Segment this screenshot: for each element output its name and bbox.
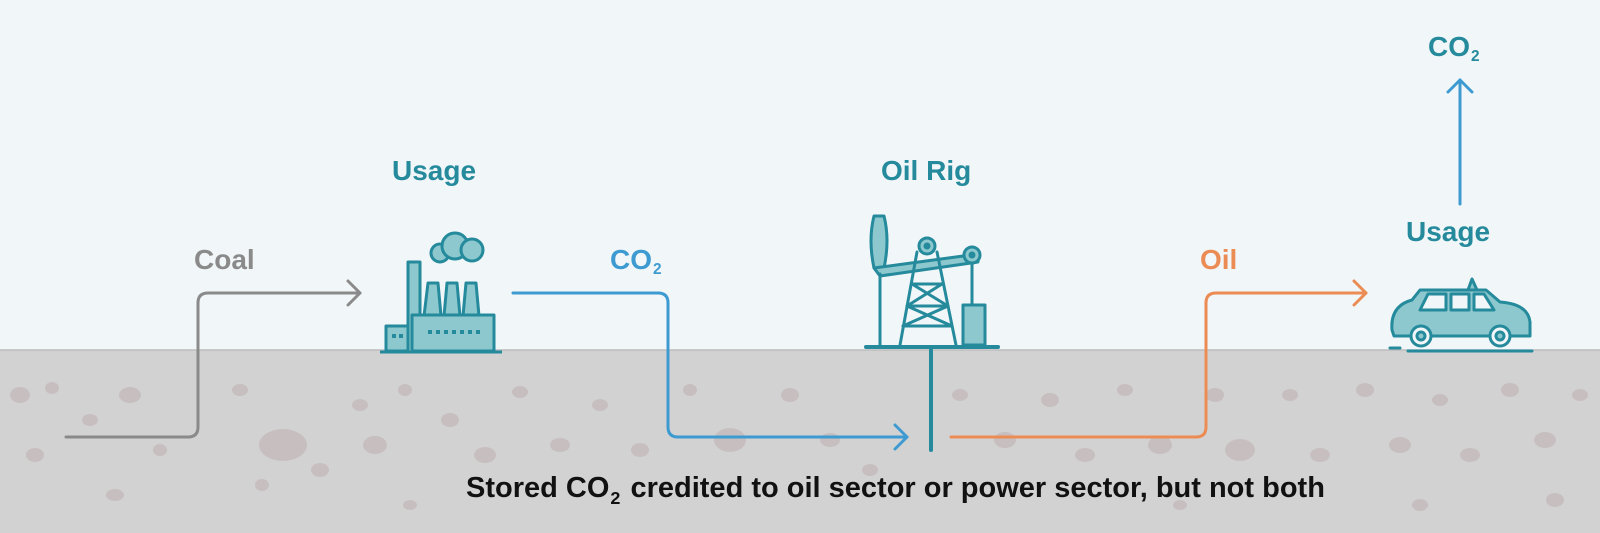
usage-car-label: Usage xyxy=(1406,216,1491,247)
oil-pumpjack-icon xyxy=(864,214,1000,452)
usage-factory-label: Usage xyxy=(392,155,477,186)
coal-arrow xyxy=(64,279,362,439)
oil-label: Oil xyxy=(1200,244,1238,275)
co2-emission-label-main: CO xyxy=(1428,31,1470,62)
co2-pipe-label-main: CO xyxy=(610,244,652,275)
co2-injection-arrow xyxy=(511,291,909,451)
car-icon xyxy=(1388,277,1534,353)
co2-pipe-label: CO2 xyxy=(610,244,662,279)
factory-icon xyxy=(380,231,502,354)
ground xyxy=(0,350,1600,533)
ground-pebbles xyxy=(10,382,1588,511)
caption-after: credited to oil sector or power sector, … xyxy=(622,472,1325,504)
diagram-caption: Stored CO2 credited to oil sector or pow… xyxy=(466,472,1325,508)
caption-before: Stored CO xyxy=(466,472,610,504)
oil-rig-label: Oil Rig xyxy=(881,155,972,186)
co2-pipe-label-sub: 2 xyxy=(653,261,662,279)
co2-emission-label: CO2 xyxy=(1428,31,1480,66)
oil-arrow xyxy=(949,279,1368,439)
coal-label: Coal xyxy=(194,244,255,275)
co2-emission-arrow xyxy=(1446,78,1474,206)
caption-sub: 2 xyxy=(610,487,621,508)
co2-emission-label-sub: 2 xyxy=(1471,48,1480,66)
